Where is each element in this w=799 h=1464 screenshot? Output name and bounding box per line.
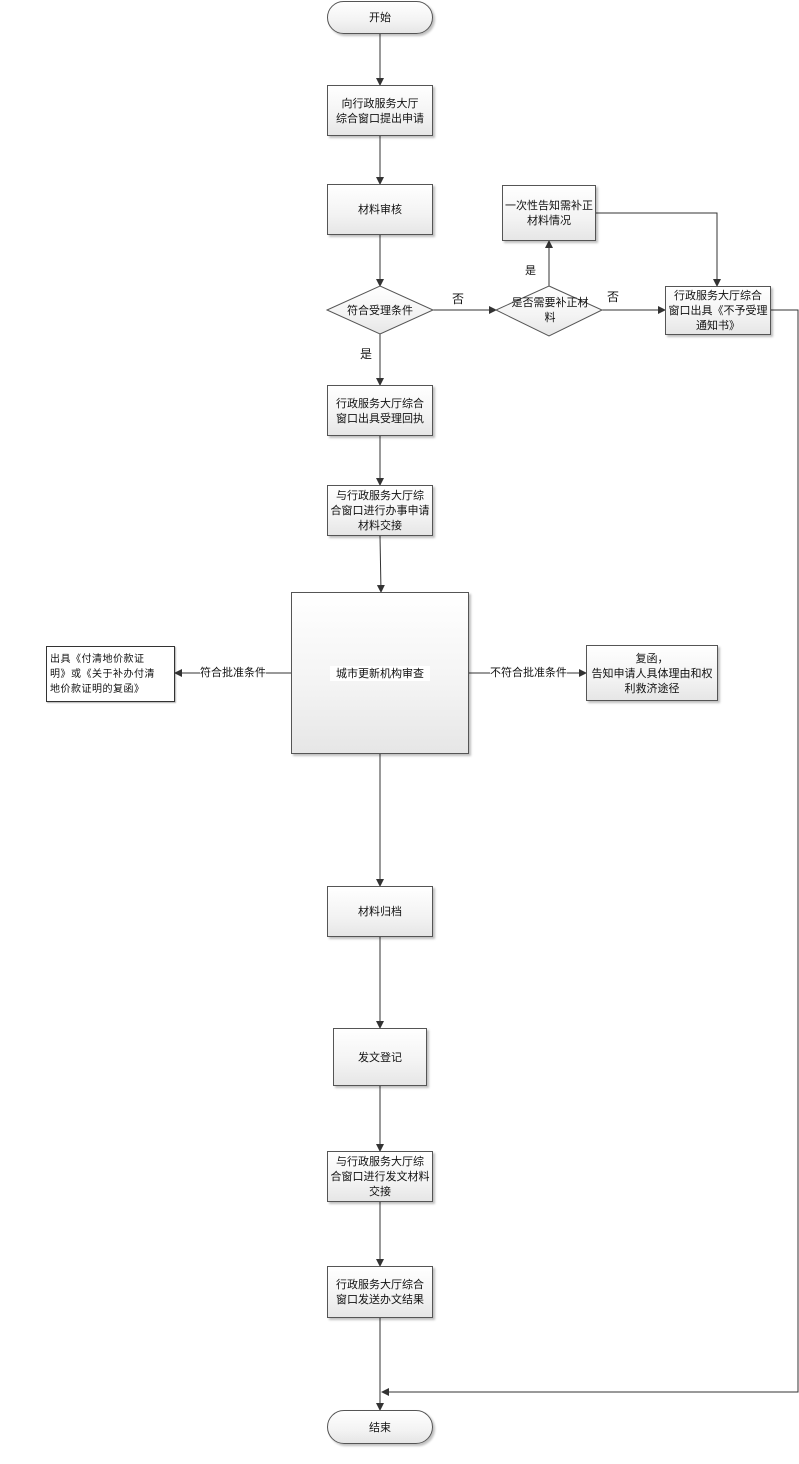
start-node: 开始 bbox=[327, 1, 433, 34]
edge-label-approve: 符合批准条件 bbox=[200, 666, 266, 679]
reject-notice-box: 行政服务大厅综合 窗口出具《不予受理 通知书》 bbox=[665, 286, 771, 335]
application-handover-box: 与行政服务大厅综 合窗口进行办事申请 材料交接 bbox=[327, 485, 433, 536]
edge-label-no-1: 否 bbox=[452, 292, 465, 306]
diamond-meets-conditions bbox=[325, 285, 435, 335]
material-review-box: 材料审核 bbox=[327, 184, 433, 235]
edge-label-yes-accept: 是 bbox=[360, 347, 373, 361]
notify-supplement-box: 一次性告知需补正 材料情况 bbox=[502, 185, 596, 241]
edge-reject-end bbox=[381, 309, 799, 1396]
edge-handover-examine bbox=[376, 535, 385, 593]
diamond-need-supplement bbox=[494, 285, 604, 337]
edge-label-yes-supplement: 是 bbox=[525, 264, 536, 277]
need-supplement-label: 是否需要补正材 料 bbox=[511, 296, 589, 324]
send-result-box: 行政服务大厅综合 窗口发送办文结果 bbox=[327, 1266, 433, 1318]
end-node: 结束 bbox=[327, 1410, 433, 1444]
edge-notify-reject bbox=[596, 212, 721, 287]
document-handover-box: 与行政服务大厅综 合窗口进行发文材料 交接 bbox=[327, 1151, 433, 1202]
meets-conditions-label: 符合受理条件 bbox=[347, 303, 413, 317]
submit-application-box: 向行政服务大厅 综合窗口提出申请 bbox=[327, 85, 433, 136]
urban-renewal-examination-label: 城市更新机构审查 bbox=[330, 665, 430, 681]
issue-certificate-box: 出具《付清地价款证 明》或《关于补办付清 地价款证明的复函》 bbox=[46, 646, 175, 702]
reply-letter-box: 复函， 告知申请人具体理由和权 利救济途径 bbox=[586, 645, 718, 701]
acceptance-receipt-box: 行政服务大厅综合 窗口出具受理回执 bbox=[327, 385, 433, 436]
urban-renewal-examination-box: 城市更新机构审查 bbox=[291, 592, 469, 754]
material-archive-box: 材料归档 bbox=[327, 886, 433, 937]
edge-label-no-2: 否 bbox=[607, 290, 620, 304]
document-registration-box: 发文登记 bbox=[333, 1028, 427, 1086]
edge-label-not-approve: 不符合批准条件 bbox=[490, 666, 567, 679]
